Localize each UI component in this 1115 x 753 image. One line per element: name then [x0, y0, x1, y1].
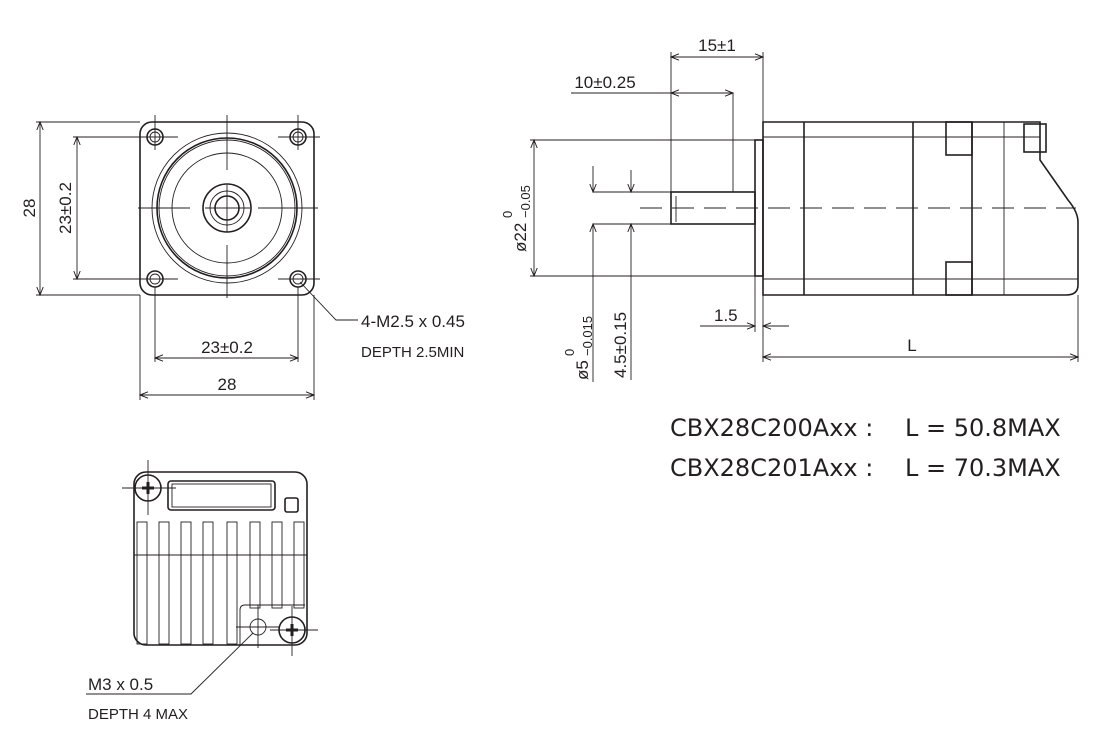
m3-hole-leader [86, 632, 254, 695]
hole-note-leader [299, 281, 358, 321]
dim-length-label: L [907, 336, 916, 355]
dim-pilot-tol-lower: −0.05 [518, 185, 533, 218]
dim-shaft-tol-lower: −0.015 [580, 316, 595, 356]
m3-note-line1: M3 x 0.5 [88, 675, 153, 694]
motor-body-outline [762, 121, 1079, 296]
front-view: 28 23±0.2 23±0.2 28 4-M2.5 x 0.45 DEPTH … [20, 115, 465, 400]
rear-body-outline [133, 471, 308, 646]
model-name: CBX28C200Axx : [670, 414, 873, 442]
indicator-square [284, 497, 299, 513]
dim-shaft-length-label: 15±1 [698, 36, 736, 55]
dim-flat-length-label: 10±0.25 [574, 73, 635, 92]
model-name: CBX28C201Axx : [670, 454, 873, 482]
hole-note-line2: DEPTH 2.5MIN [361, 344, 464, 361]
hole-note-line1: 4-M2.5 x 0.45 [361, 312, 465, 331]
clamp-screw-top [945, 121, 973, 156]
dim-pilot-tol-upper: 0 [500, 211, 515, 218]
connector-socket [167, 480, 276, 511]
dim-width-label: 28 [218, 375, 237, 394]
center-lines [138, 115, 320, 298]
cooling-fins [134, 521, 307, 645]
dim-pilot-thickness-label: 1.5 [714, 306, 738, 325]
connector-screw [1023, 123, 1047, 153]
m3-note-line2: DEPTH 4 MAX [88, 706, 188, 723]
side-dimensions: 15±1 10±0.25 ø22 0 −0.05 ø5 0 −0.0 [500, 36, 1078, 382]
dim-shaft-dia-label: ø5 [573, 360, 592, 380]
dim-shaft-tol-upper: 0 [562, 349, 577, 356]
rear-view: M3 x 0.5 DEPTH 4 MAX [86, 460, 318, 723]
dim-height-label: 28 [20, 199, 39, 218]
dim-pilot-dia-label: ø22 [511, 223, 530, 252]
front-dimensions: 28 23±0.2 23±0.2 28 4-M2.5 x 0.45 DEPTH … [20, 122, 465, 400]
dim-hole-pitch-v-label: 23±0.2 [56, 182, 75, 234]
model-length: L = 70.3MAX [905, 454, 1061, 482]
clamp-screw-bottom [945, 261, 973, 296]
dim-flat-height-label: 4.5±0.15 [611, 312, 630, 378]
model-length: L = 50.8MAX [905, 414, 1061, 442]
side-view: 15±1 10±0.25 ø22 0 −0.05 ø5 0 −0.0 [500, 36, 1078, 382]
dim-hole-pitch-h-label: 23±0.2 [201, 338, 253, 357]
model-length-table: CBX28C200Axx : L = 50.8MAX CBX28C201Axx … [670, 414, 1061, 482]
